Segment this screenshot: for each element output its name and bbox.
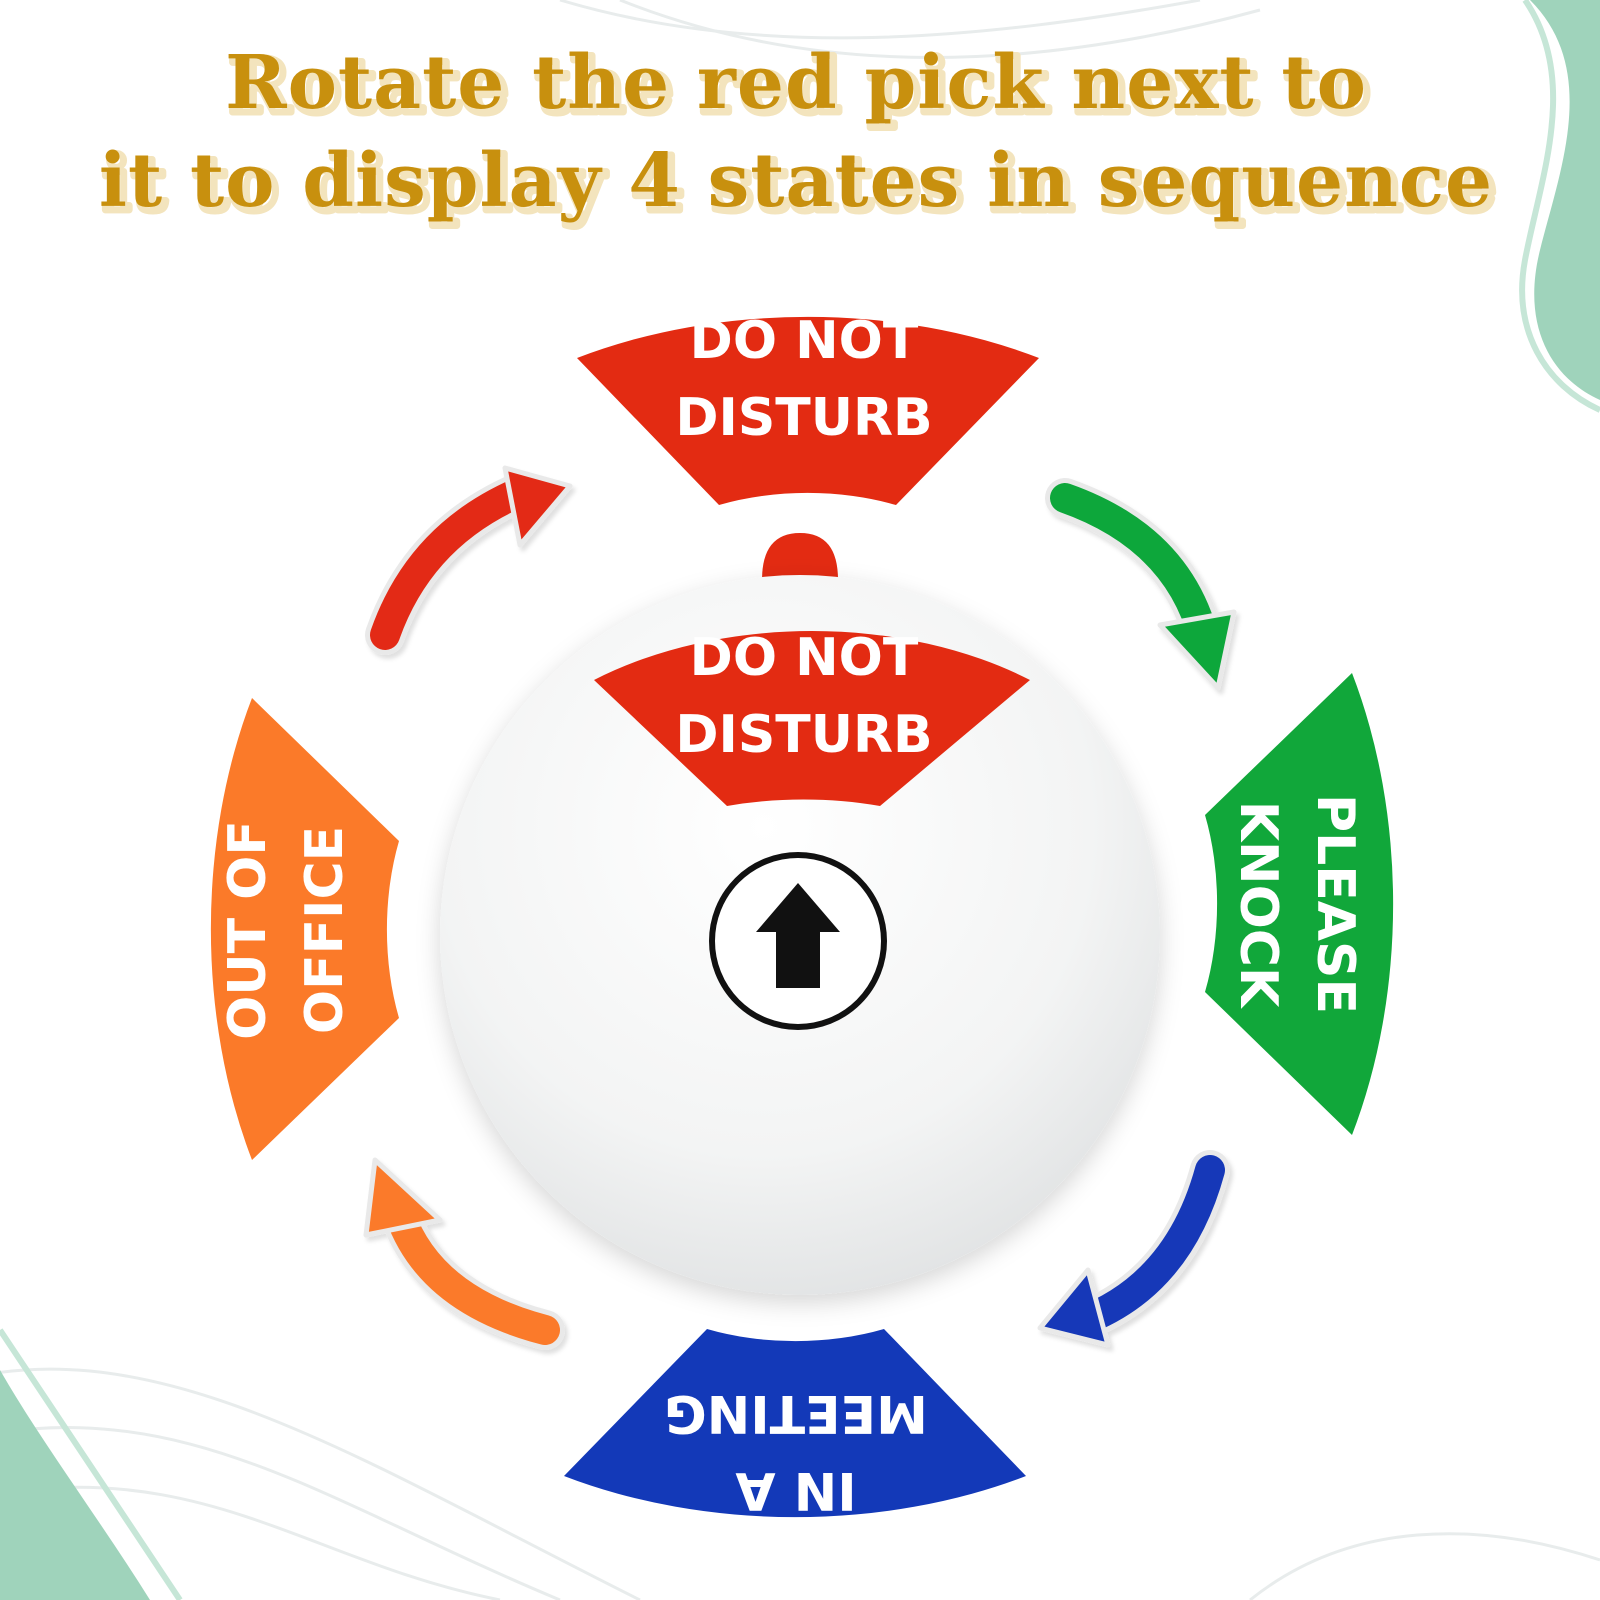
headline-line-1: Rotate the red pick next to (225, 40, 1367, 126)
arrow-up-icon (709, 852, 887, 1030)
please-knock-line-1: PLEASE (1305, 794, 1365, 1014)
state-out-of-office: OUT OF OFFICE (210, 698, 399, 1160)
in-a-meeting-sector (564, 1329, 1026, 1518)
green-curved-arrow-icon (1045, 478, 1237, 691)
disc-window-line-1: DO NOT (690, 628, 919, 688)
out-of-office-line-2: OFFICE (295, 826, 355, 1034)
headline: Rotate the red pick next to Rotate the r… (99, 40, 1500, 232)
wave-decoration-top-right (1530, 0, 1600, 400)
out-of-office-line-1: OUT OF (218, 820, 278, 1040)
do-not-disturb-line-1: DO NOT (690, 311, 919, 371)
headline-line-2: it to display 4 states in sequence (99, 138, 1493, 224)
disc-window-sector (594, 631, 1030, 806)
state-do-not-disturb: DO NOT DISTURB (577, 311, 1039, 505)
rotating-disc: DO NOT DISTURB (440, 533, 1160, 1295)
please-knock-line-2: KNOCK (1228, 801, 1288, 1009)
blue-curved-arrow-icon (1037, 1150, 1230, 1348)
in-a-meeting-line-1: IN A (735, 1460, 856, 1520)
red-curved-arrow-icon (365, 465, 573, 655)
disc-window-line-2: DISTURB (675, 705, 932, 765)
red-pick (762, 533, 838, 580)
headline-line-1-shadow: Rotate the red pick next to (229, 44, 1371, 130)
do-not-disturb-line-2: DISTURB (675, 388, 932, 448)
headline-line-2-shadow: it to display 4 states in sequence (103, 142, 1497, 228)
please-knock-sector (1205, 673, 1394, 1135)
wave-outline-bottom-left (0, 1328, 183, 1600)
state-in-a-meeting: IN A MEETING (564, 1329, 1026, 1520)
do-not-disturb-sector (577, 316, 1039, 505)
wave-outline-top-right (1519, 0, 1600, 413)
wave-decoration-bottom-left (0, 1370, 150, 1600)
orange-curved-arrow-icon (363, 1157, 565, 1350)
out-of-office-sector (210, 698, 399, 1160)
in-a-meeting-line-2: MEETING (664, 1383, 928, 1443)
rotation-arrows (363, 465, 1237, 1350)
state-please-knock: PLEASE KNOCK (1205, 673, 1394, 1135)
